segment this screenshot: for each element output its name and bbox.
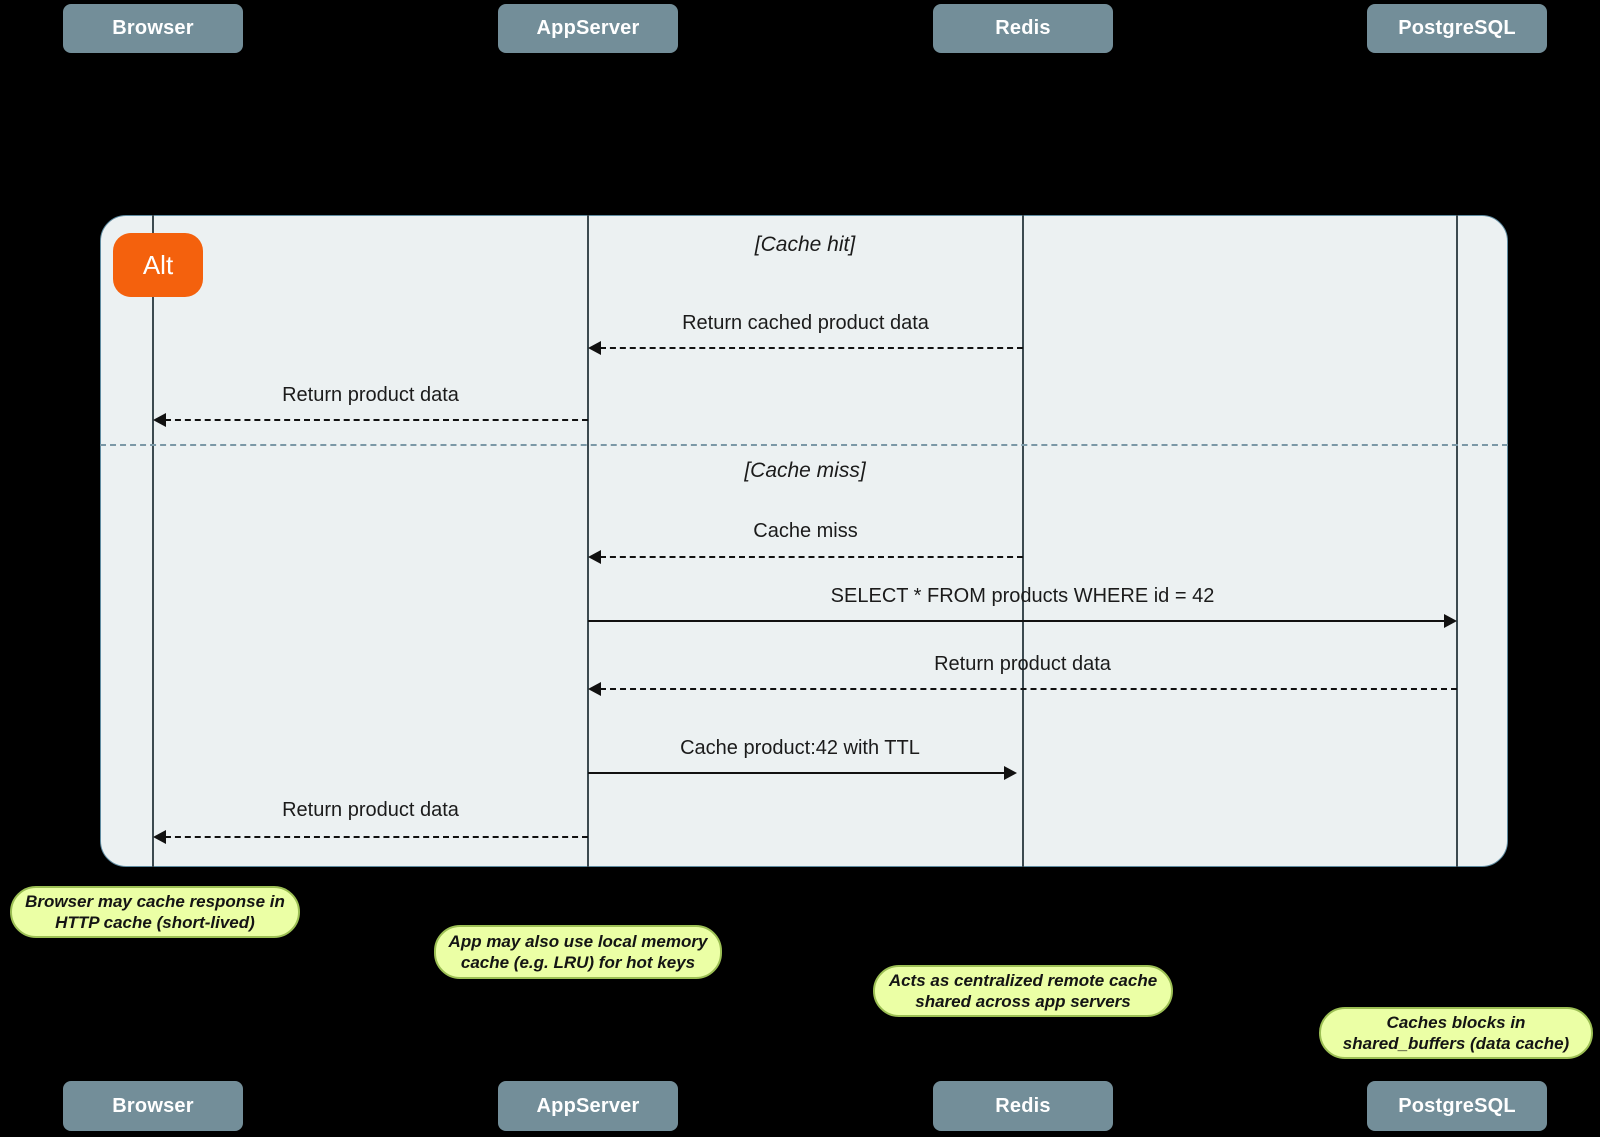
alt-fragment [100, 215, 1508, 867]
arrow-select-query [588, 620, 1445, 622]
alt-divider [100, 444, 1508, 446]
note-redis-line1: Acts as centralized remote cache [888, 970, 1158, 990]
participant-browser-top: Browser [63, 4, 243, 53]
participant-postgresql-top: PostgreSQL [1367, 4, 1547, 53]
note-redis: Acts as centralized remote cache shared … [873, 965, 1173, 1017]
participant-redis-top: Redis [933, 4, 1113, 53]
arrowhead-cache-set [1004, 766, 1017, 780]
message-label-return-product-db: Return product data [934, 653, 1111, 675]
note-browser-line1: Browser may cache response in [25, 891, 285, 911]
lifeline-redis [1022, 215, 1024, 867]
participant-browser-bottom: Browser [63, 1081, 243, 1131]
note-redis-line2: shared across app servers [915, 992, 1131, 1011]
note-appserver: App may also use local memory cache (e.g… [434, 925, 722, 979]
alt-fragment-label: Alt [113, 233, 203, 297]
arrowhead-return-product-hit [153, 413, 166, 427]
message-label-cache-set: Cache product:42 with TTL [680, 737, 920, 759]
arrowhead-cache-miss [588, 550, 601, 564]
participant-appserver-bottom: AppServer [498, 1081, 678, 1131]
message-label-return-product-final: Return product data [282, 799, 459, 821]
arrowhead-return-product-db [588, 682, 601, 696]
arrow-return-product-hit [165, 419, 588, 421]
note-browser: Browser may cache response in HTTP cache… [10, 886, 300, 938]
arrow-return-product-final [165, 836, 588, 838]
arrowhead-select-query [1444, 614, 1457, 628]
guard-cache-hit: [Cache hit] [754, 233, 856, 256]
message-label-cache-miss: Cache miss [753, 520, 858, 542]
note-postgresql-line2: shared_buffers (data cache) [1342, 1034, 1570, 1053]
message-label-return-cached: Return cached product data [682, 312, 929, 334]
arrow-cache-miss [600, 556, 1023, 558]
message-label-return-product-hit: Return product data [282, 384, 459, 406]
note-postgresql: Caches blocks in shared_buffers (data ca… [1319, 1007, 1593, 1059]
participant-appserver-top: AppServer [498, 4, 678, 53]
note-browser-line2: HTTP cache (short-lived) [55, 913, 255, 932]
arrowhead-return-product-final [153, 830, 166, 844]
participant-postgresql-bottom: PostgreSQL [1367, 1081, 1547, 1131]
guard-cache-miss: [Cache miss] [744, 459, 866, 482]
arrow-cache-set [588, 772, 1005, 774]
arrow-return-cached [600, 347, 1023, 349]
participant-redis-bottom: Redis [933, 1081, 1113, 1131]
arrow-return-product-db [600, 688, 1457, 690]
lifeline-postgresql [1456, 215, 1458, 867]
note-appserver-line2: cache (e.g. LRU) for hot keys [460, 953, 696, 972]
message-label-select-query: SELECT * FROM products WHERE id = 42 [830, 585, 1215, 607]
note-appserver-line1: App may also use local memory [448, 931, 708, 951]
lifeline-browser [152, 215, 154, 867]
arrowhead-return-cached [588, 341, 601, 355]
lifeline-appserver [587, 215, 589, 867]
note-postgresql-line1: Caches blocks in [1386, 1012, 1526, 1032]
